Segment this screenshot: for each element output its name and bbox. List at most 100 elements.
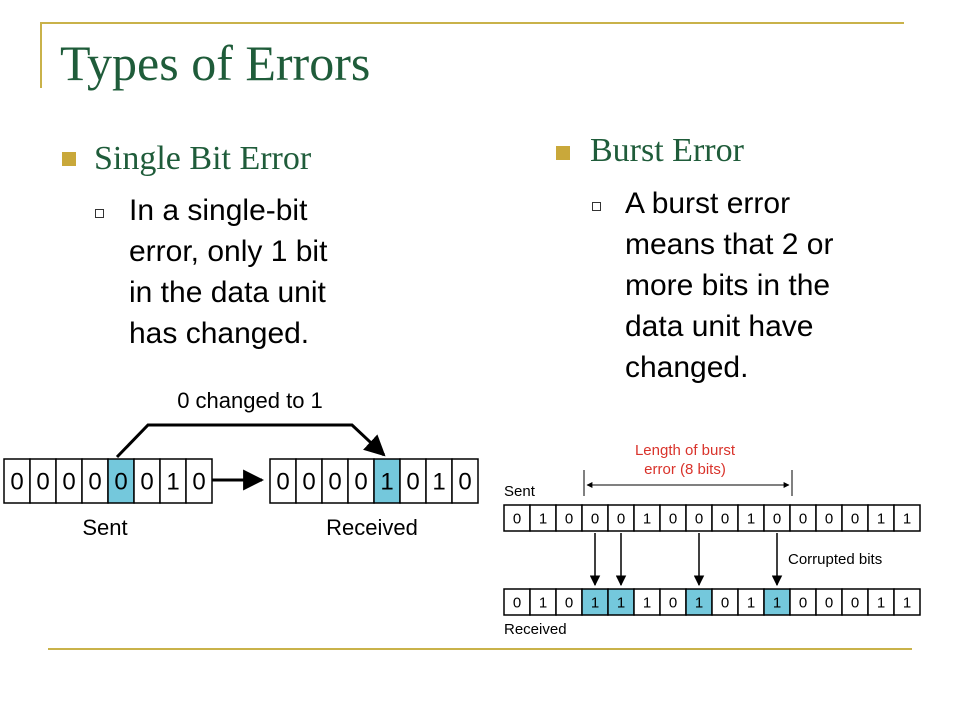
burst-sent-bit: 0 [721, 510, 729, 527]
bullet-single [62, 152, 76, 166]
burst-sent-cell [711, 504, 739, 532]
burst-sent-bit: 0 [825, 510, 833, 527]
burst-received-bit: 0 [721, 594, 729, 611]
single-received-bit: 0 [406, 469, 419, 496]
single-line-2: error, only 1 bit [129, 235, 328, 268]
corrupted-bits-label: Corrupted bits [788, 551, 882, 568]
single-line-4: has changed. [129, 317, 310, 350]
frame-left-rule [40, 22, 42, 88]
burst-sent-cell [737, 504, 765, 532]
single-sent-cell [3, 458, 31, 504]
burst-line-1: A burst error [625, 187, 791, 220]
single-sent-bit: 0 [140, 469, 153, 496]
burst-sent-bit: 0 [669, 510, 677, 527]
burst-line-3: more bits in the [625, 269, 831, 302]
single-heading: Single Bit Error [94, 140, 312, 177]
burst-received-cell [893, 588, 921, 616]
single-line-3: in the data unit [129, 276, 326, 309]
single-line-1: In a single-bit [129, 194, 308, 227]
burst-sent-bit: 1 [877, 510, 885, 527]
burst-heading: Burst Error [590, 132, 744, 169]
burst-received-bit: 0 [565, 594, 573, 611]
burst-sent-cell [581, 504, 609, 532]
burst-received-cell [737, 588, 765, 616]
sub-bullet-single [95, 209, 104, 218]
single-sent-bit: 0 [10, 469, 23, 496]
single-sent-bit: 0 [36, 469, 49, 496]
single-sent-cell [29, 458, 57, 504]
burst-received-bit: 1 [747, 594, 755, 611]
single-received-cell [451, 458, 479, 504]
frame-bottom-rule [48, 648, 912, 650]
burst-sent-cell [841, 504, 869, 532]
burst-received-bit: 0 [669, 594, 677, 611]
burst-received-cell [867, 588, 895, 616]
burst-received-cell [529, 588, 557, 616]
burst-sent-bit: 0 [591, 510, 599, 527]
single-received-bit: 0 [276, 469, 289, 496]
burst-sent-bit: 0 [513, 510, 521, 527]
burst-received-bit: 0 [851, 594, 859, 611]
burst-received-cell [659, 588, 687, 616]
single-received-bit: 1 [380, 469, 393, 496]
burst-length-label-1: Length of burst [635, 442, 736, 459]
sub-bullet-burst [592, 202, 601, 211]
single-sent-bit: 0 [88, 469, 101, 496]
burst-description: A burst error means that 2 or more bits … [625, 183, 833, 388]
burst-sent-bit: 1 [903, 510, 911, 527]
single-sent-cell [107, 458, 135, 504]
burst-sent-label: Sent [504, 483, 536, 500]
burst-line-2: means that 2 or [625, 228, 834, 261]
burst-received-bit: 1 [591, 594, 599, 611]
burst-sent-bit: 0 [773, 510, 781, 527]
frame-top-rule [40, 22, 904, 24]
burst-sent-bit: 1 [643, 510, 651, 527]
single-received-bit: 0 [302, 469, 315, 496]
burst-received-bit: 0 [799, 594, 807, 611]
burst-received-bit: 1 [877, 594, 885, 611]
single-received-cell [347, 458, 375, 504]
single-received-bit: 0 [354, 469, 367, 496]
single-caption-top: 0 changed to 1 [177, 388, 323, 413]
burst-received-cell [763, 588, 791, 616]
burst-received-bit: 1 [617, 594, 625, 611]
burst-sent-bit: 0 [799, 510, 807, 527]
burst-received-bit: 1 [539, 594, 547, 611]
single-received-bit: 0 [328, 469, 341, 496]
burst-received-bit: 1 [695, 594, 703, 611]
burst-received-cell [789, 588, 817, 616]
burst-line-4: data unit have [625, 310, 814, 343]
burst-line-5: changed. [625, 351, 749, 384]
single-received-bit: 1 [432, 469, 445, 496]
single-sent-bit: 0 [62, 469, 75, 496]
burst-sent-cell [867, 504, 895, 532]
burst-received-bit: 0 [825, 594, 833, 611]
single-received-cell [295, 458, 323, 504]
changed-arrow [115, 423, 386, 459]
bullet-burst [556, 146, 570, 160]
burst-received-cell [503, 588, 531, 616]
burst-sent-cell [685, 504, 713, 532]
burst-sent-bit: 1 [539, 510, 547, 527]
burst-diagram: Length of burst error (8 bits) Sent 0 1 0 0… [503, 442, 921, 638]
single-sent-cell [185, 458, 213, 504]
burst-sent-cell [763, 504, 791, 532]
burst-sent-cell [503, 504, 531, 532]
burst-received-bit: 1 [773, 594, 781, 611]
burst-sent-cell [815, 504, 843, 532]
burst-length-label-2: error (8 bits) [644, 461, 726, 478]
burst-sent-cell [893, 504, 921, 532]
single-received-cell [269, 458, 297, 504]
single-received-cell [321, 458, 349, 504]
corrupted-bit-arrows [589, 533, 783, 587]
burst-sent-bit: 0 [617, 510, 625, 527]
single-sent-bit: 1 [166, 469, 179, 496]
burst-received-label: Received [504, 621, 567, 638]
burst-received-bit: 0 [513, 594, 521, 611]
burst-received-bit: 1 [643, 594, 651, 611]
